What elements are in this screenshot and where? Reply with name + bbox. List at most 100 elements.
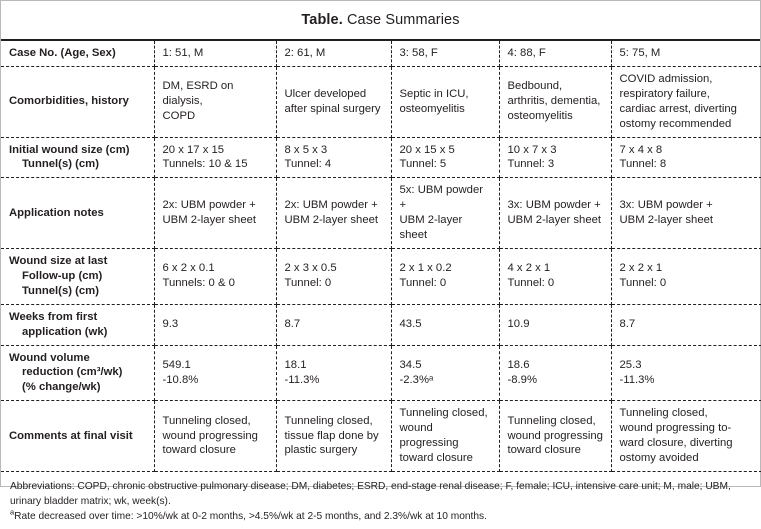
table-title-text: Case Summaries <box>342 12 460 28</box>
cell-line: 3x: UBM powder + <box>507 199 601 212</box>
row-label-line: Tunnel(s) (cm) <box>22 158 99 171</box>
cell-line: UBM 2-layer sheet <box>284 214 379 227</box>
row-label-line: (% change/wk) <box>22 381 101 394</box>
table-cell: Bedbound,arthritis, dementia,osteomyelit… <box>499 66 612 138</box>
table-cell: Septic in ICU, osteomyelitis <box>391 66 500 138</box>
row-label-line: Wound size at last <box>9 254 108 267</box>
cell-line: osteomyelitis <box>399 102 465 115</box>
cell-line: UBM 2-layer sheet <box>399 214 466 242</box>
cell-line: ward closure, diverting <box>619 437 733 450</box>
cell-line: Tunnel: 0 <box>284 277 332 290</box>
table-cell: DM, ESRD on dialysis,COPD <box>154 66 277 138</box>
row-label-line: Case No. (Age, Sex) <box>9 47 116 59</box>
cell-line: ostomy recommended <box>619 117 732 130</box>
table-cell: 10.9 <box>499 304 612 346</box>
row-label-line: Comorbidities, history <box>9 95 129 108</box>
row-label-line: Weeks from first <box>9 310 98 323</box>
footnote-abbreviations: Abbreviations: COPD, chronic obstructive… <box>10 480 734 508</box>
cell-line: toward closure <box>507 444 581 457</box>
table-cell: 2x: UBM powder +UBM 2-layer sheet <box>154 177 277 249</box>
table-cell: 8.7 <box>276 304 392 346</box>
table-cell: 3x: UBM powder +UBM 2-layer sheet <box>499 177 612 249</box>
table-cell: 2 x 2 x 1 Tunnel: 0 <box>611 248 761 305</box>
cell-line: 8.7 <box>284 318 301 331</box>
table-cell: 3x: UBM powder + UBM 2-layer sheet <box>611 177 761 249</box>
row-label: Initial wound size (cm)Tunnel(s) (cm) <box>1 137 155 179</box>
row-label-line: Follow-up (cm) <box>22 269 103 282</box>
table-title-bar: Table. Case Summaries <box>1 1 760 41</box>
row-label-line: reduction (cm³/wk) <box>22 366 123 379</box>
row-label-line: Comments at final visit <box>9 429 133 442</box>
cell-line: 9.3 <box>162 318 179 331</box>
cell-line: Ulcer developed <box>284 87 367 100</box>
cell-line: respiratory failure, <box>619 87 710 100</box>
cell-line: 2 x 3 x 0.5 <box>284 262 337 275</box>
cell-line: Septic in ICU, <box>399 87 469 100</box>
cell-line: toward closure <box>162 444 236 457</box>
table-row: Weeks from first application (wk) 9.3 8.7 43… <box>1 304 761 346</box>
cell-line: 4 x 2 x 1 <box>507 262 551 275</box>
cell-line: -10.8% <box>162 373 199 386</box>
table-cell: 4: 88, F <box>499 41 612 67</box>
footnote-a-text: Rate decreased over time: >10%/wk at 0-2… <box>14 511 487 523</box>
table-cell: 9.3 <box>154 304 277 346</box>
row-label-line: Application notes <box>9 206 104 219</box>
cell-line: 10.9 <box>507 318 530 331</box>
cell-line: 25.3 <box>619 358 642 371</box>
row-label-line: application (wk) <box>22 325 108 338</box>
table-cell: 1: 51, M <box>154 41 277 67</box>
cell-line: 3x: UBM powder + <box>619 199 713 212</box>
cell-line: 549.1 <box>162 358 191 371</box>
table-cell: 43.5 <box>391 304 500 346</box>
row-label: Comments at final visit <box>1 400 155 472</box>
cell-line: arthritis, dementia, <box>507 95 601 108</box>
cell-line: Tunnel: 8 <box>619 158 667 171</box>
cell-line: 18.6 <box>507 358 530 371</box>
footnote-a: aRate decreased over time: >10%/wk at 0-… <box>10 509 751 524</box>
table-cell: 25.3-11.3% <box>611 345 761 402</box>
cell-line: wound progressing <box>399 422 459 450</box>
cell-line: 18.1 <box>284 358 307 371</box>
cell-line: 4: 88, F <box>507 47 546 59</box>
cell-line: 5: 75, M <box>619 47 661 59</box>
table-cell: 10 x 7 x 3 Tunnel: 3 <box>499 137 612 179</box>
cell-line: Tunnels: 10 & 15 <box>162 158 248 171</box>
table-cell: 2: 61, M <box>276 41 392 67</box>
cell-line: wound progressing <box>507 429 603 442</box>
table-cell: 18.6-8.9% <box>499 345 612 402</box>
row-label: Case No. (Age, Sex) <box>1 41 155 67</box>
cell-line: COPD <box>162 110 196 123</box>
cell-line: Tunnel: 5 <box>399 158 447 171</box>
table-footnotes: Abbreviations: COPD, chronic obstructive… <box>1 472 760 529</box>
cell-line: UBM 2-layer sheet <box>619 214 714 227</box>
cell-line: 7 x 4 x 8 <box>619 143 663 156</box>
cell-line: 3: 58, F <box>399 47 438 59</box>
table-row: Comorbidities, history DM, ESRD on dialys… <box>1 66 761 138</box>
cell-line: Tunneling closed, <box>619 407 708 420</box>
table-cell: COVID admission,respiratory failure,card… <box>611 66 761 138</box>
cell-line: wound progressing <box>162 429 258 442</box>
cell-line: 10 x 7 x 3 <box>507 143 557 156</box>
cell-line: Tunnel: 3 <box>507 158 555 171</box>
cell-line: 2 x 2 x 1 <box>619 262 663 275</box>
cell-line: Tunnel: 0 <box>619 277 667 290</box>
cell-line: 6 x 2 x 0.1 <box>162 262 215 275</box>
page-title: Table. Case Summaries <box>301 12 459 28</box>
row-label-line: Tunnel(s) (cm) <box>22 284 99 297</box>
row-label: Application notes <box>1 177 155 249</box>
